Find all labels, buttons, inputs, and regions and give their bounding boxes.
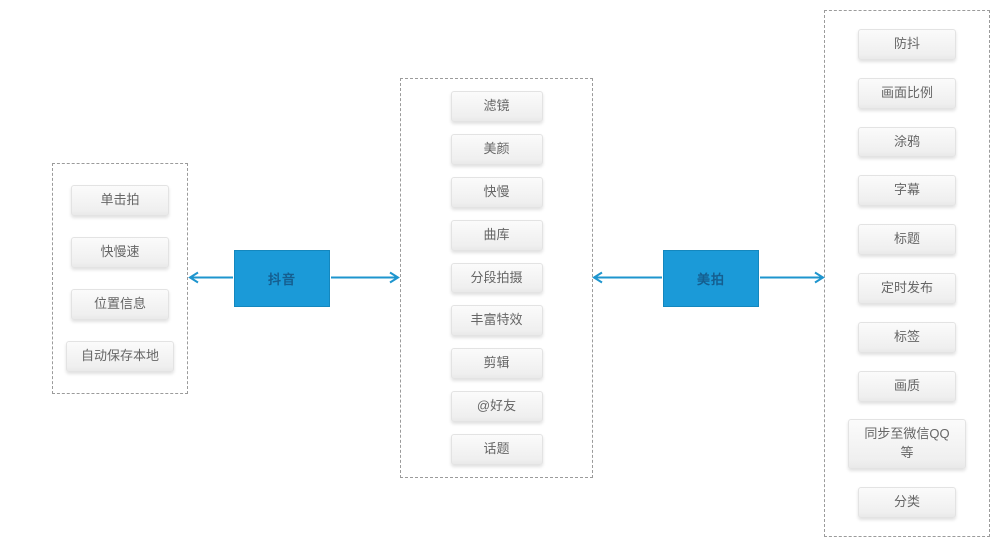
feature-pill: 滤镜 — [450, 91, 543, 122]
feature-pill: 分类 — [858, 487, 956, 518]
feature-pill: 话题 — [450, 434, 543, 465]
arrow-left-icon — [188, 271, 233, 284]
feature-pill: 分段拍摄 — [450, 262, 543, 294]
feature-pill: 字幕 — [858, 175, 956, 207]
feature-pill: 丰富特效 — [450, 305, 543, 337]
feature-pill: 单击拍 — [71, 185, 169, 216]
arrow-left-icon — [592, 271, 662, 284]
feature-pill: 快慢 — [450, 176, 543, 208]
feature-pill: 标题 — [858, 224, 956, 256]
feature-pill: 曲库 — [450, 219, 543, 251]
hub-node-app-1: 抖音 — [234, 250, 330, 307]
feature-pill: 美颜 — [450, 133, 543, 165]
feature-pill: 剪辑 — [450, 348, 543, 380]
arrow-right-icon — [331, 271, 400, 284]
left-feature-group: 单击拍 快慢速 位置信息 自动保存本地 — [52, 163, 188, 394]
feature-pill: 位置信息 — [71, 289, 169, 320]
feature-pill: 自动保存本地 — [65, 341, 174, 372]
feature-pill: 涂鸦 — [858, 126, 956, 158]
feature-pill: @好友 — [450, 391, 543, 422]
arrow-right-icon — [760, 271, 825, 284]
feature-pill: 同步至微信QQ等 — [848, 419, 966, 470]
common-feature-group: 滤镜 美颜 快慢 曲库 分段拍摄 丰富特效 剪辑 @好友 话题 — [400, 78, 593, 478]
feature-pill: 画质 — [858, 370, 956, 402]
feature-pill: 定时发布 — [858, 273, 956, 304]
hub-node-app-2: 美拍 — [663, 250, 759, 307]
feature-pill: 快慢速 — [71, 237, 169, 268]
feature-pill: 防抖 — [858, 28, 956, 60]
feature-pill: 画面比例 — [858, 77, 956, 109]
right-feature-group: 防抖 画面比例 涂鸦 字幕 标题 定时发布 标签 画质 同步至微信QQ等 分类 — [824, 10, 990, 537]
feature-pill: 标签 — [858, 321, 956, 353]
